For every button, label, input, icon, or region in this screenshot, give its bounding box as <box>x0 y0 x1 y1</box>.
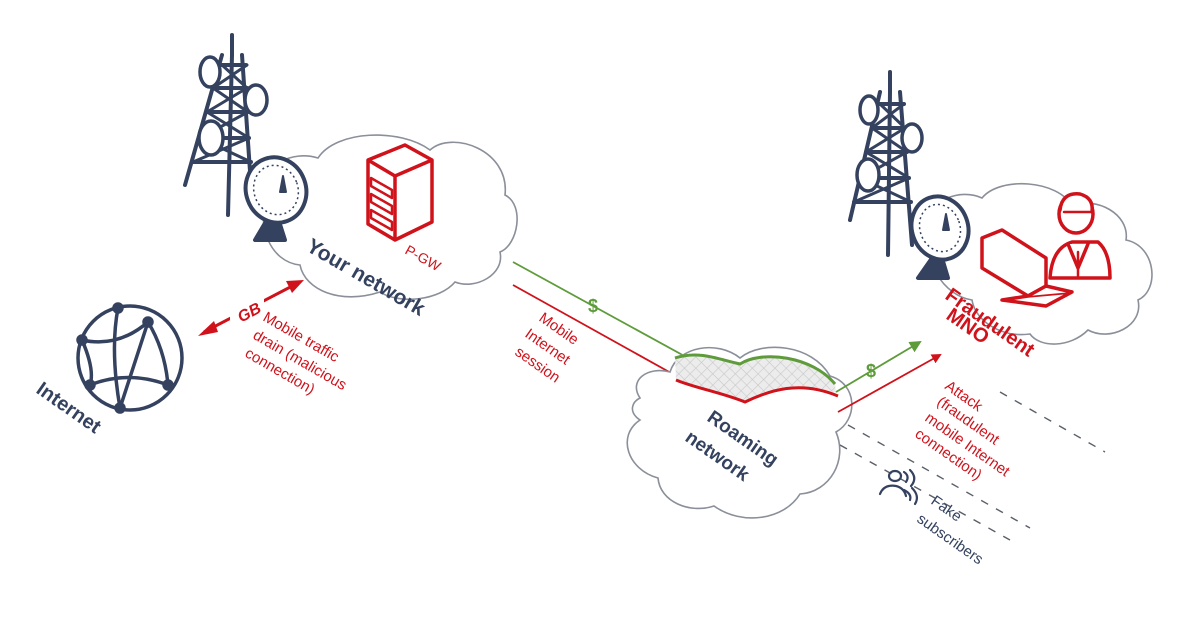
roaming-hatch-band <box>675 354 836 402</box>
red-attack-arrow <box>837 354 942 413</box>
hacker-icon <box>1048 192 1112 280</box>
globe-icon <box>76 302 184 414</box>
green-billing-line <box>512 261 689 359</box>
cell-tower-icon <box>848 70 924 257</box>
red-session-line <box>512 284 681 379</box>
roaming-red-bottom <box>675 378 839 404</box>
server-icon <box>366 143 434 242</box>
gb-arrow-left-head <box>198 321 218 336</box>
dollar-sign-2: $ <box>866 361 876 381</box>
satellite-dish-icon <box>909 194 971 280</box>
gb-label-bg <box>230 298 264 320</box>
green-billing-arrow <box>835 340 922 393</box>
users-icon <box>878 468 919 506</box>
satellite-dish-icon <box>243 155 309 242</box>
fake-subscriber-links <box>839 391 1106 541</box>
roaming-network-cloud <box>626 346 853 519</box>
cell-tower-icon <box>183 33 269 217</box>
gb-arrow-right-head <box>286 280 304 293</box>
dollar-sign-1: $ <box>588 296 598 316</box>
laptop-icon <box>980 228 1074 308</box>
roaming-green-top <box>674 353 837 385</box>
